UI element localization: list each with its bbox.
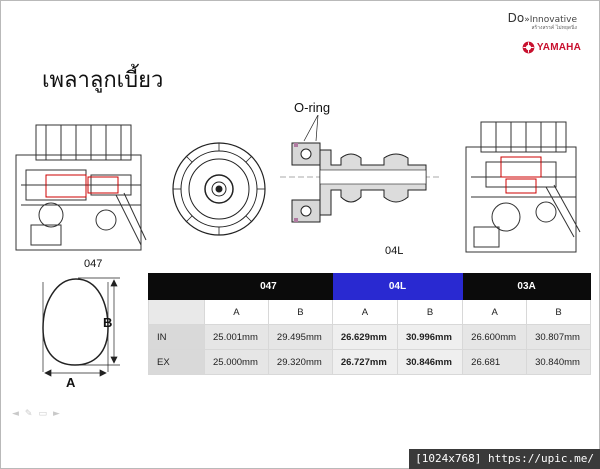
table-cell: 26.727mm <box>331 349 398 375</box>
brand-logo: Do»Innovative สร้างสรรค์ ไม่หยุดนิ่ง <box>508 11 577 32</box>
pen-icon[interactable]: ✎ <box>24 409 33 419</box>
engine-cutaway-left-image <box>15 124 147 251</box>
table-subheader-row: A B A B A B <box>148 299 591 325</box>
table-row-ex: EX 25.000mm 29.320mm 26.727mm 30.846mm 2… <box>148 349 591 375</box>
menu-icon[interactable]: ▭ <box>38 409 47 419</box>
table-cell: 26.600mm <box>462 324 528 350</box>
cam-spec-table: 047 04L 03A A B A B A B IN 25.001mm 29.4… <box>148 273 591 375</box>
subheader-blank <box>148 299 205 325</box>
table-cell: 25.001mm <box>204 324 269 350</box>
brand-do: Do <box>507 11 525 25</box>
cam-end-view-image <box>172 142 266 236</box>
table-header-row: 047 04L 03A <box>148 273 591 300</box>
engine-right-label: 04L <box>385 245 404 257</box>
table-cell: 26.629mm <box>331 324 398 350</box>
table-cell: 25.000mm <box>204 349 269 375</box>
cam-lobe-profile-image <box>42 277 120 377</box>
subheader-04L-b: B <box>396 299 464 325</box>
yamaha-emblem-icon <box>522 41 535 54</box>
subheader-03A-a: A <box>462 299 528 325</box>
table-cell: 30.840mm <box>526 349 591 375</box>
yamaha-wordmark: YAMAHA <box>536 42 581 53</box>
row-label-in: IN <box>148 324 205 350</box>
brand-tagline: สร้างสรรค์ ไม่หยุดนิ่ง <box>531 25 578 31</box>
table-header-blank <box>148 273 205 300</box>
cam-a-label: A <box>66 375 76 390</box>
row-label-ex: EX <box>148 349 205 375</box>
slide-title: เพลาลูกเบี้ยว <box>42 68 164 93</box>
yamaha-logo: YAMAHA <box>522 41 581 54</box>
subheader-047-b: B <box>267 299 333 325</box>
oring-label: O-ring <box>294 100 331 115</box>
subheader-03A-b: B <box>526 299 591 325</box>
table-row-in: IN 25.001mm 29.495mm 26.629mm 30.996mm 2… <box>148 324 591 350</box>
table-cell: 29.495mm <box>267 324 333 350</box>
prev-arrow-icon[interactable]: ◄ <box>12 409 19 419</box>
header-03A: 03A <box>462 273 591 300</box>
next-arrow-icon[interactable]: ► <box>52 409 60 419</box>
slide-nav-toolbar: ◄ ✎ ▭ ► <box>12 409 60 419</box>
upic-watermark: [1024x768] https://upic.me/ <box>409 449 600 469</box>
table-cell: 30.807mm <box>526 324 591 350</box>
engine-cutaway-right-image <box>465 121 581 253</box>
table-cell: 29.320mm <box>267 349 333 375</box>
presentation-slide: Do»Innovative สร้างสรรค์ ไม่หยุดนิ่ง YAM… <box>6 5 591 445</box>
header-047: 047 <box>204 273 333 300</box>
engine-left-label: 047 <box>84 258 103 270</box>
table-cell: 30.846mm <box>396 349 464 375</box>
brand-innovative: »Innovative <box>524 15 577 25</box>
table-cell: 26.681 <box>462 349 528 375</box>
subheader-047-a: A <box>204 299 269 325</box>
camshaft-side-view-image <box>280 115 441 223</box>
subheader-04L-a: A <box>331 299 398 325</box>
header-04L: 04L <box>331 273 464 300</box>
cam-b-label: B <box>103 315 113 330</box>
table-cell: 30.996mm <box>396 324 464 350</box>
